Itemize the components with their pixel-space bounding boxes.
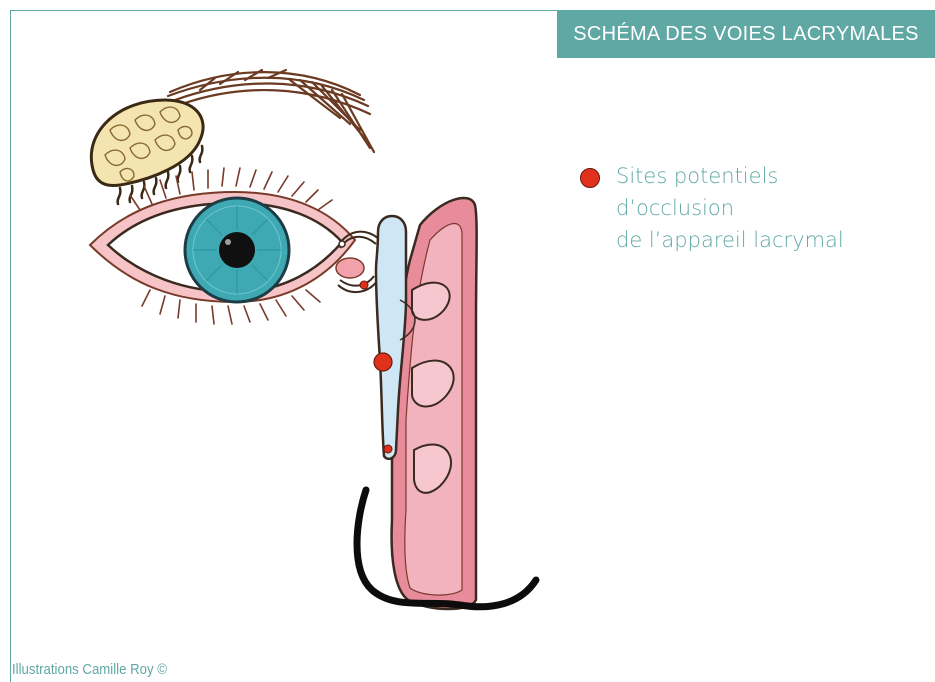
- legend-line-3: de l’appareil lacrymal: [616, 224, 844, 256]
- upper-punctum: [339, 241, 345, 247]
- caruncle: [336, 258, 364, 278]
- lacrimal-gland: [91, 100, 203, 204]
- lacrimal-system-illustration: [48, 60, 588, 650]
- eye-highlight: [225, 239, 231, 245]
- occlusion-site-canalicular: [360, 281, 368, 289]
- legend-marker: [580, 168, 600, 188]
- pupil: [219, 232, 255, 268]
- legend-line-2: d’occlusion: [616, 192, 844, 224]
- figure-title: SCHÉMA DES VOIES LACRYMALES: [557, 10, 935, 58]
- occlusion-site-sac: [374, 353, 392, 371]
- legend-text: Sites potentiels d’occlusion de l’appare…: [616, 160, 844, 256]
- occlusion-site-duct: [384, 445, 392, 453]
- legend-line-1: Sites potentiels: [616, 160, 844, 192]
- illustration-credit: Illustrations Camille Roy ©: [12, 661, 167, 678]
